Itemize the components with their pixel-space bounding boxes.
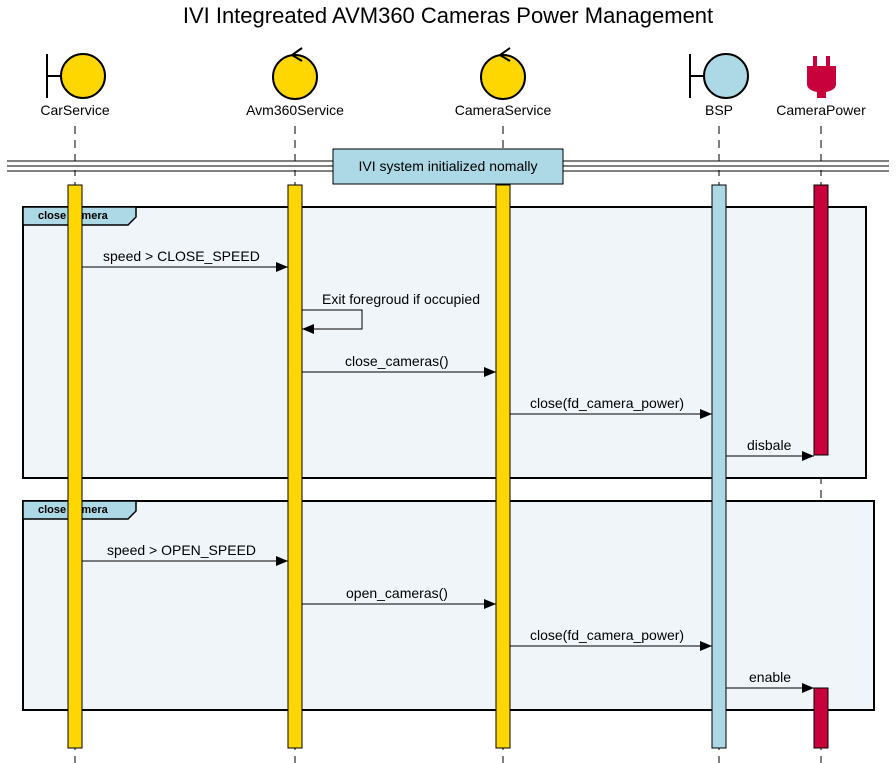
- message-label: close(fd_camera_power): [530, 627, 684, 643]
- message-label: Exit foregroud if occupied: [322, 291, 480, 307]
- activation-cameraservice: [495, 184, 511, 749]
- activation-avm360service: [287, 184, 303, 749]
- activation-camerapower-1: [813, 184, 829, 456]
- message-label: close_cameras(): [345, 353, 448, 369]
- frame-close-camera-2: close camera: [22, 500, 875, 711]
- message-label: speed > OPEN_SPEED: [107, 542, 256, 558]
- participant-label-carservice: CarService: [40, 102, 109, 118]
- divider-note-box: [332, 148, 564, 185]
- participant-label-camerapower: CameraPower: [776, 102, 866, 118]
- activation-bars: [67, 184, 829, 749]
- boundary-icon: [46, 53, 106, 99]
- divider: IVI system initialized nomally: [7, 148, 889, 185]
- messages: speed > CLOSE_SPEED Exit foregroud if oc…: [82, 248, 814, 693]
- message-label: speed > CLOSE_SPEED: [103, 248, 260, 264]
- message-label: open_cameras(): [346, 585, 448, 601]
- activation-camerapower-2: [813, 687, 829, 749]
- participant-label-avm360service: Avm360Service: [246, 102, 344, 118]
- control-icon: [272, 47, 318, 100]
- boundary-icon: [689, 53, 749, 99]
- activation-bsp: [711, 184, 727, 749]
- divider-note: IVI system initialized nomally: [359, 158, 538, 174]
- participant-label-bsp: BSP: [705, 102, 733, 118]
- activation-carservice: [67, 184, 83, 749]
- plug-icon: [807, 56, 836, 98]
- diagram-title: IVI Integreated AVM360 Cameras Power Man…: [183, 3, 713, 28]
- message-arrow-self: [302, 309, 363, 334]
- message-label: disbale: [747, 437, 792, 453]
- message-label: close(fd_camera_power): [530, 395, 684, 411]
- participant-labels: CarService Avm360Service CameraService B…: [40, 102, 866, 118]
- participants: [46, 47, 836, 100]
- message-label: enable: [749, 669, 791, 685]
- control-icon: [480, 47, 526, 100]
- participant-label-cameraservice: CameraService: [455, 102, 552, 118]
